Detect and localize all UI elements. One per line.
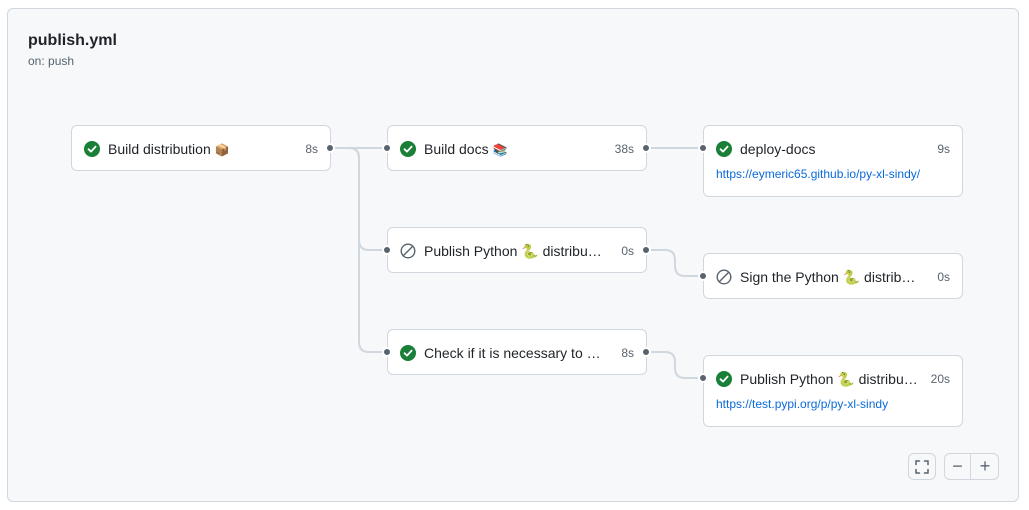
job-name: Publish Python 🐍 distribu…	[740, 371, 918, 387]
skipped-icon	[716, 269, 732, 285]
port-in-publish-python	[382, 245, 392, 255]
job-build-docs[interactable]: Build docs 📚 38s	[387, 125, 647, 171]
job-name: Build distribution 📦	[108, 139, 288, 160]
job-publish-test-pypi[interactable]: Publish Python 🐍 distribu… 20s https://t…	[703, 355, 963, 427]
zoom-out-button[interactable]: −	[945, 454, 971, 479]
books-emoji-icon: 📚	[492, 143, 508, 157]
job-check-necessary[interactable]: Check if it is necessary to e… 8s	[387, 329, 647, 375]
job-build-distribution[interactable]: Build distribution 📦 8s	[71, 125, 331, 171]
success-check-icon	[400, 141, 416, 157]
job-duration: 20s	[930, 372, 950, 386]
skipped-icon	[400, 243, 416, 259]
job-duration: 0s	[621, 244, 634, 258]
job-name: Check if it is necessary to e…	[424, 345, 604, 361]
job-duration: 8s	[305, 142, 318, 156]
workflow-trigger: on: push	[28, 54, 75, 68]
success-check-icon	[84, 141, 100, 157]
job-sign-python[interactable]: Sign the Python 🐍 distribu… 0s	[703, 253, 963, 299]
zoom-in-button[interactable]: +	[979, 456, 991, 476]
job-duration: 9s	[937, 142, 950, 156]
job-duration: 8s	[621, 346, 634, 360]
port-out-build-distribution	[325, 143, 335, 153]
deployment-link[interactable]: https://test.pypi.org/p/py-xl-sindy	[716, 397, 889, 411]
deployment-link[interactable]: https://eymeric65.github.io/py-xl-sindy/	[716, 167, 921, 181]
zoom-controls: − +	[944, 453, 999, 480]
success-check-icon	[716, 371, 732, 387]
job-duration: 0s	[937, 270, 950, 284]
fullscreen-icon	[909, 454, 935, 479]
port-out-build-docs	[641, 143, 651, 153]
job-name: Sign the Python 🐍 distribu…	[740, 269, 920, 285]
port-in-check-necessary	[382, 347, 392, 357]
job-name: Build docs 📚	[424, 139, 604, 160]
port-in-build-docs	[382, 143, 392, 153]
job-name: Publish Python 🐍 distribut…	[424, 243, 604, 259]
success-check-icon	[716, 141, 732, 157]
job-name: deploy-docs	[740, 141, 816, 157]
success-check-icon	[400, 345, 416, 361]
workflow-title: publish.yml	[28, 32, 117, 49]
port-out-publish-python	[641, 245, 651, 255]
port-in-publish-test-pypi	[698, 373, 708, 383]
package-emoji-icon: 📦	[214, 143, 230, 157]
job-duration: 38s	[614, 142, 634, 156]
job-publish-python[interactable]: Publish Python 🐍 distribut… 0s	[387, 227, 647, 273]
port-in-sign-python	[698, 271, 708, 281]
port-out-check-necessary	[641, 347, 651, 357]
fullscreen-button[interactable]	[908, 453, 936, 480]
port-in-deploy-docs	[698, 143, 708, 153]
job-deploy-docs[interactable]: deploy-docs 9s https://eymeric65.github.…	[703, 125, 963, 197]
